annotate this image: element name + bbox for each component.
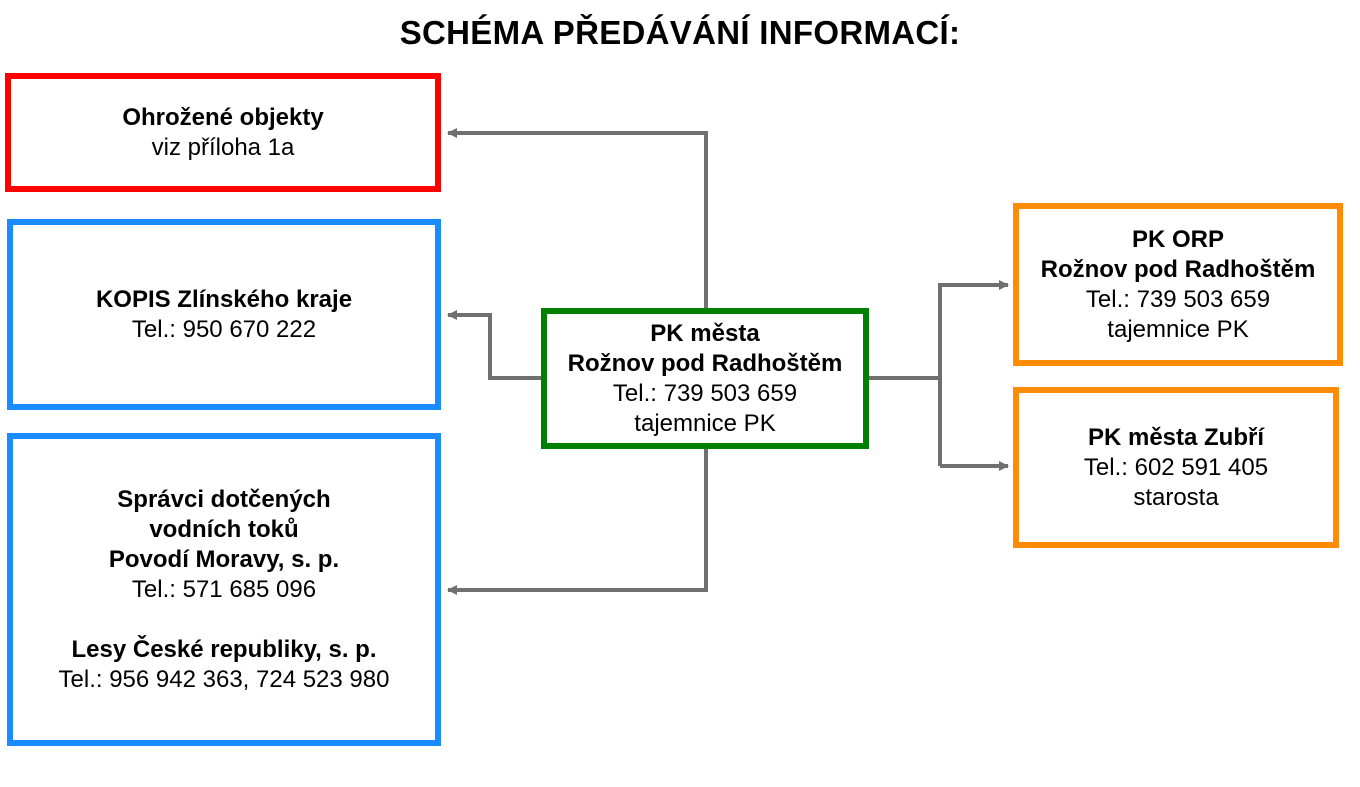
orp-line1: PK ORP <box>1131 225 1224 253</box>
center-line2: Rožnov pod Radhoštěm <box>567 349 843 377</box>
water-managers-line2: vodních toků <box>149 515 299 543</box>
water-managers-line1: Správci dotčených <box>117 485 331 513</box>
center-phone: Tel.: 739 503 659 <box>612 379 798 407</box>
connector-to-orp <box>938 280 1009 466</box>
zubri-box: PK města Zubří Tel.: 602 591 405 starost… <box>1013 387 1339 548</box>
threatened-objects-note: viz příloha 1a <box>151 133 295 161</box>
zubri-role: starosta <box>1133 483 1219 511</box>
zubri-phone: Tel.: 602 591 405 <box>1083 453 1269 481</box>
orp-line2: Rožnov pod Radhoštěm <box>1040 255 1316 283</box>
kopis-phone: Tel.: 950 670 222 <box>131 315 317 343</box>
connector-to-water-managers <box>447 447 708 595</box>
threatened-objects-box: Ohrožené objekty viz příloha 1a <box>5 73 441 192</box>
threatened-objects-name: Ohrožené objekty <box>122 103 324 131</box>
water-managers-phone1: Tel.: 571 685 096 <box>131 575 317 603</box>
center-line1: PK města <box>650 319 760 347</box>
water-managers-phone2: Tel.: 956 942 363, 724 523 980 <box>58 665 390 693</box>
connector-to-threatened-objects <box>447 128 708 310</box>
water-managers-line4: Lesy České republiky, s. p. <box>71 635 377 663</box>
water-managers-box: Správci dotčených vodních toků Povodí Mo… <box>7 433 441 746</box>
diagram-title: SCHÉMA PŘEDÁVÁNÍ INFORMACÍ: <box>399 14 961 51</box>
orp-role: tajemnice PK <box>1107 315 1249 343</box>
zubri-name: PK města Zubří <box>1087 423 1265 451</box>
orp-phone: Tel.: 739 503 659 <box>1085 285 1271 313</box>
center-box: PK města Rožnov pod Radhoštěm Tel.: 739 … <box>541 308 869 449</box>
connector-to-kopis <box>447 310 544 380</box>
water-managers-line3: Povodí Moravy, s. p. <box>108 545 340 573</box>
center-role: tajemnice PK <box>634 409 776 437</box>
kopis-box: KOPIS Zlínského kraje Tel.: 950 670 222 <box>7 219 441 410</box>
orp-box: PK ORP Rožnov pod Radhoštěm Tel.: 739 50… <box>1013 203 1343 366</box>
kopis-name: KOPIS Zlínského kraje <box>95 285 353 313</box>
